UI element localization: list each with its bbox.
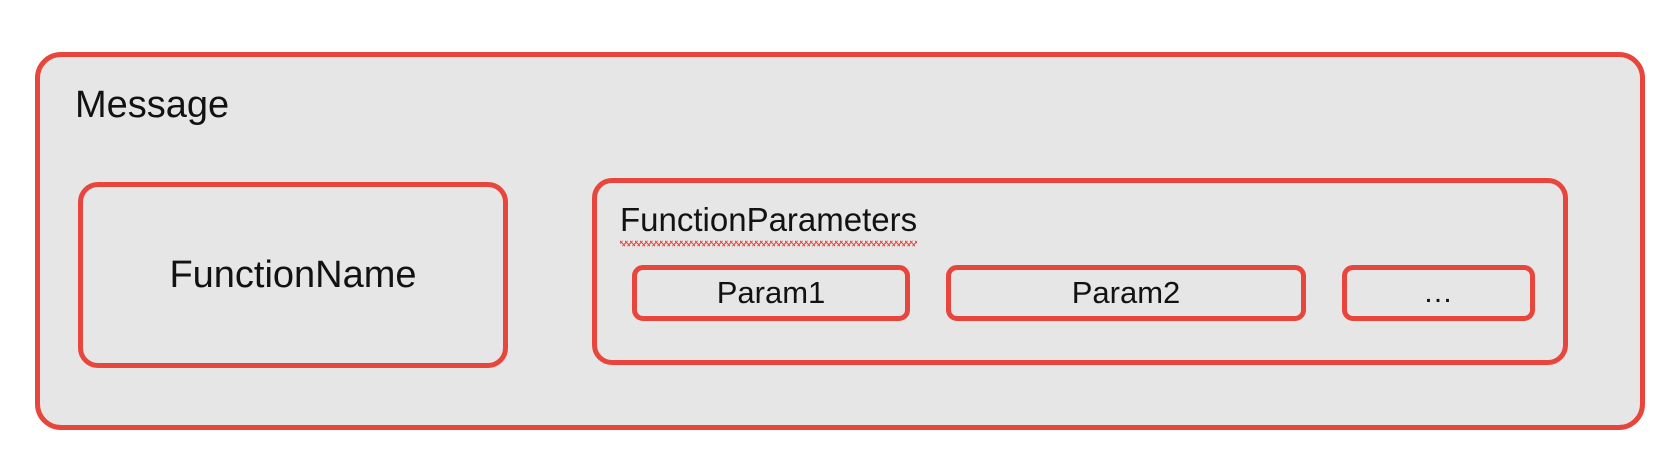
param-box-ellipsis[interactable]: … bbox=[1342, 265, 1535, 321]
spellcheck-underline-icon bbox=[620, 240, 918, 247]
param-box-1[interactable]: Param1 bbox=[632, 265, 910, 321]
message-title: Message bbox=[75, 84, 230, 126]
function-parameters-label: FunctionParameters bbox=[620, 201, 918, 238]
function-name-label: FunctionName bbox=[169, 254, 417, 296]
function-name-box[interactable]: FunctionName bbox=[78, 182, 508, 368]
function-parameters-title: FunctionParameters bbox=[620, 200, 918, 247]
param-label: … bbox=[1423, 276, 1454, 309]
param-box-2[interactable]: Param2 bbox=[946, 265, 1306, 321]
param-label: Param1 bbox=[716, 275, 826, 310]
param-label: Param2 bbox=[1071, 275, 1181, 310]
